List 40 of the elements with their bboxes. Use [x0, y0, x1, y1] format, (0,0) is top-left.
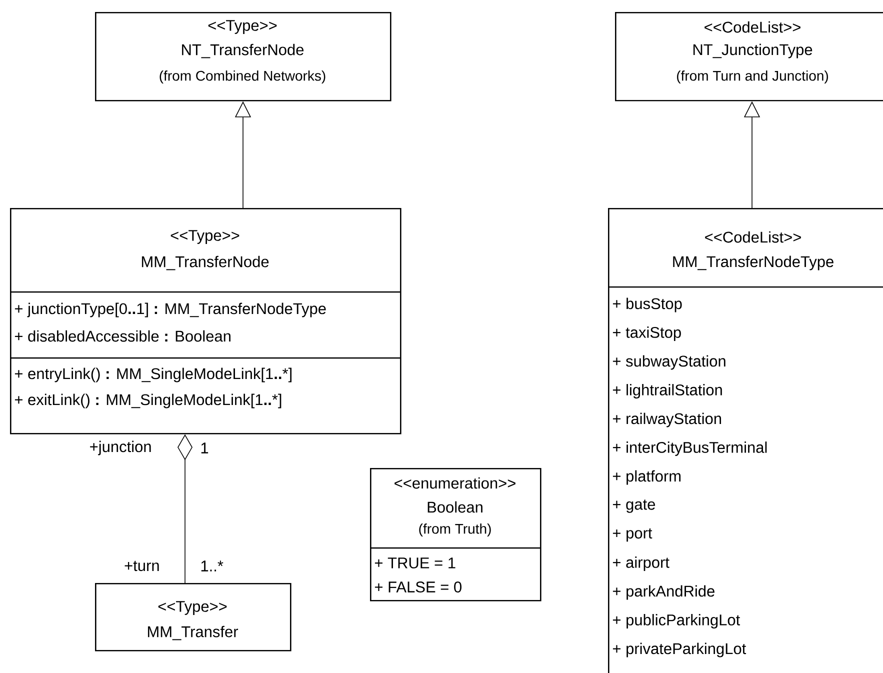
member-text: + junctionType[0..1] : MM_TransferNodeType [14, 302, 326, 318]
stereotype-label: <<Type>> [208, 20, 277, 34]
class-box [95, 583, 292, 652]
member-text: + exitLink() : MM_SingleModeLink[1..*] [14, 394, 282, 408]
stereotype-label: <<CodeList>> [704, 21, 800, 33]
class-box [10, 208, 402, 434]
package-note: (from Combined Networks) [160, 70, 326, 84]
stereotype-label: <<enumeration>> [394, 477, 516, 489]
member-text: + parkAndRide [612, 585, 714, 600]
member-text: + disabledAccessible : Boolean [14, 330, 230, 342]
member-text: + lightrailStation [612, 384, 722, 398]
stereotype-label: <<Type>> [158, 601, 227, 615]
member-text: + subwayStation [612, 355, 726, 370]
stereotype-label: <<CodeList>> [705, 231, 801, 243]
member-text: + FALSE = 0 [374, 582, 462, 592]
member-text: + busStop [612, 298, 682, 312]
member-text: + TRUE = 1 [374, 558, 456, 568]
member-text: + interCityBusTerminal [612, 442, 767, 456]
stereotype-label: <<Type>> [170, 230, 240, 244]
member-text: + port [612, 528, 652, 542]
member-text: + privateParkingLot [612, 642, 746, 658]
member-text: + airport [612, 556, 670, 571]
class-name: NT_JunctionType [693, 44, 812, 58]
member-text: + platform [612, 470, 681, 485]
class-box [95, 12, 392, 102]
member-text: + railwayStation [612, 412, 722, 428]
member-text: + entryLink() : MM_SingleModeLink[1..*] [14, 368, 292, 382]
class-name: MM_TransferNodeType [673, 256, 834, 270]
class-box [370, 468, 542, 602]
class-name: NT_TransferNode [182, 44, 304, 58]
member-text: + publicParkingLot [612, 614, 740, 628]
class-name: MM_Transfer [148, 626, 238, 640]
class-name: MM_TransferNode [142, 256, 269, 270]
class-box [608, 208, 883, 673]
class-box [615, 12, 883, 102]
package-note: (from Turn and Junction) [677, 70, 828, 84]
class-name: Boolean [428, 501, 482, 513]
member-text: + taxiStop [612, 326, 681, 341]
member-text: + gate [612, 500, 656, 513]
package-note: (from Truth) [419, 523, 491, 537]
